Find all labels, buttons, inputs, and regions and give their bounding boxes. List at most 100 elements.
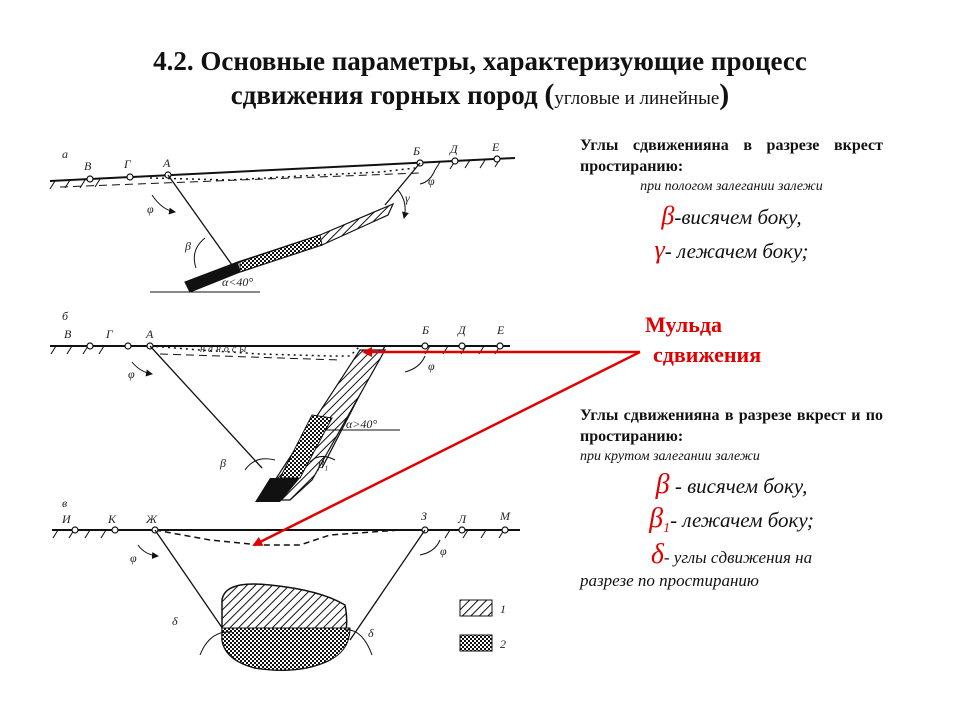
section-a-letter: а <box>62 147 68 161</box>
title-line-1: 4.2. Основные параметры, характеризующие… <box>153 46 807 76</box>
bedding-dashed-line <box>59 172 421 188</box>
angle-beta1-arc <box>309 456 336 463</box>
mulda-arrow-bottom <box>252 350 641 547</box>
section-v-letter: в <box>62 496 67 510</box>
title-line-2-main: сдвижения горных пород <box>230 80 545 110</box>
boundary-line-right <box>349 529 426 641</box>
angle-phi-arc <box>151 194 176 215</box>
mulda-label-line-2: сдвижения <box>653 342 762 367</box>
legend-swatch-1 <box>459 599 493 617</box>
angle-beta-arc <box>244 458 276 471</box>
point-z-label: З <box>421 509 427 523</box>
mulda-label: Мульда сдвижения <box>645 310 761 370</box>
beta-hanging-line: β - висячем боку, <box>580 469 883 501</box>
title-subtitle: угловые и линейные <box>554 88 720 109</box>
page-title: 4.2. Основные параметры, характеризующие… <box>40 44 920 116</box>
legend-label-1: 1 <box>500 602 506 616</box>
beta1-footwall-line: β1- лежачем боку; <box>580 503 883 537</box>
point-d-label: Д <box>449 142 459 156</box>
beta-symbol: β <box>661 201 675 230</box>
point-m-label: М <box>499 509 511 523</box>
angle-beta-arc <box>193 237 206 269</box>
ore-body-mined-zone <box>239 234 323 273</box>
angle-phi-right-label: φ <box>428 174 435 188</box>
point-a-label: А <box>145 327 154 341</box>
legend-swatch-2 <box>459 634 493 652</box>
angle-gamma-arc <box>397 189 409 219</box>
angle-phi-right-arc <box>419 169 436 185</box>
delta-text: - углы сдвижения на <box>663 548 813 568</box>
point-a-label: А <box>162 156 171 170</box>
point-v-label: В <box>84 159 92 173</box>
beta-text: -висячем боку, <box>674 205 802 229</box>
boundary-line-hanging <box>167 174 233 266</box>
gamma-symbol: γ <box>654 235 665 264</box>
dip-angle-label: α<40° <box>222 275 253 289</box>
angle-beta-label: β <box>184 239 191 253</box>
point-k-label: К <box>107 512 117 526</box>
boundary-line-footwall <box>384 162 421 206</box>
angle-phi-label: φ <box>128 367 135 381</box>
mulda-label-line-1: Мульда <box>645 312 723 337</box>
point-b-label: Б <box>421 323 429 337</box>
benchmarks <box>86 342 504 350</box>
angle-phi-right-label: φ <box>428 359 435 373</box>
angle-phi-right-arc <box>404 355 426 373</box>
gamma-text: - лежачем боку; <box>664 239 809 263</box>
point-v-label: В <box>64 327 72 341</box>
section-v-diagram: в И К Ж З Л М φ φ δ δ 1 <box>52 496 520 671</box>
point-g-label: Г <box>105 327 114 341</box>
point-g-label: Г <box>123 157 132 171</box>
angle-beta1-label: β₁ <box>317 457 328 471</box>
point-b-label: Б <box>412 144 420 158</box>
text-block-gentle-subtitle: при пологом залегании залежи <box>640 179 823 194</box>
subsidence-profile <box>149 167 416 181</box>
title-paren-open: ( <box>544 78 555 111</box>
text-block-steep-subtitle: при крутом залегании залежи <box>580 449 760 464</box>
angle-delta-left-arc <box>199 631 233 656</box>
gamma-footwall-line: γ- лежачем боку; <box>580 235 883 265</box>
angle-phi-arc <box>137 544 159 560</box>
angle-delta-right-label: δ <box>368 626 374 640</box>
text-block-gentle: Углы сдвиженияна в разрезе вкрест прости… <box>580 135 883 265</box>
delta-strike-line-2: разрезе по простиранию <box>580 571 759 591</box>
bedding-dashed-line <box>159 353 341 361</box>
beta-symbol: β <box>655 469 670 500</box>
point-l-label: Л <box>457 512 467 526</box>
angle-delta-left-label: δ <box>172 614 178 628</box>
angle-phi-label: φ <box>130 551 137 565</box>
delta-strike-line: δ- углы сдвижения на <box>580 539 883 571</box>
beta1-subscript: 1 <box>663 521 671 537</box>
point-d-label: Д <box>457 323 467 337</box>
text-block-gentle-heading: Углы сдвиженияна в разрезе вкрест прости… <box>580 137 883 175</box>
beta-hanging-line: β-висячем боку, <box>580 201 883 231</box>
angle-phi-right-label: φ <box>440 544 447 558</box>
ore-body-dark-part <box>255 478 300 502</box>
title-paren-close: ) <box>719 78 730 111</box>
section-b-letter: б <box>62 309 69 323</box>
beta1-symbol: β <box>649 503 664 534</box>
angle-gamma-label: γ <box>405 191 410 205</box>
title-line-2: сдвижения горных пород (угловые и линейн… <box>40 78 920 116</box>
boundary-line-hanging <box>149 345 263 469</box>
angle-phi-right-arc <box>419 539 441 556</box>
text-block-steep: Углы сдвиженияна в разрезе вкрест и по п… <box>580 405 883 591</box>
beta1-text: - лежачем боку; <box>670 508 814 532</box>
dip-angle-label: α>40° <box>346 417 377 431</box>
angle-phi-label: φ <box>147 202 154 216</box>
overburden-label: наносы <box>200 344 249 355</box>
point-e-label: Е <box>491 140 500 154</box>
subsidence-profile <box>149 345 361 357</box>
ore-body-dark-part <box>185 262 240 292</box>
beta-text: - висячем боку, <box>669 474 808 498</box>
section-b-diagram: б наносы В Г А Б Д Е φ β <box>50 309 510 502</box>
benchmarks <box>86 155 501 183</box>
section-a-diagram: а В Г А Б Д Е φ <box>49 140 516 293</box>
point-e-label: Е <box>496 323 505 337</box>
angle-phi-arc <box>131 361 153 377</box>
legend-label-2: 2 <box>500 637 506 651</box>
delta-symbol: δ <box>650 539 664 571</box>
ore-lens-mined-zone <box>221 627 351 671</box>
angle-beta-label: β <box>219 456 226 470</box>
